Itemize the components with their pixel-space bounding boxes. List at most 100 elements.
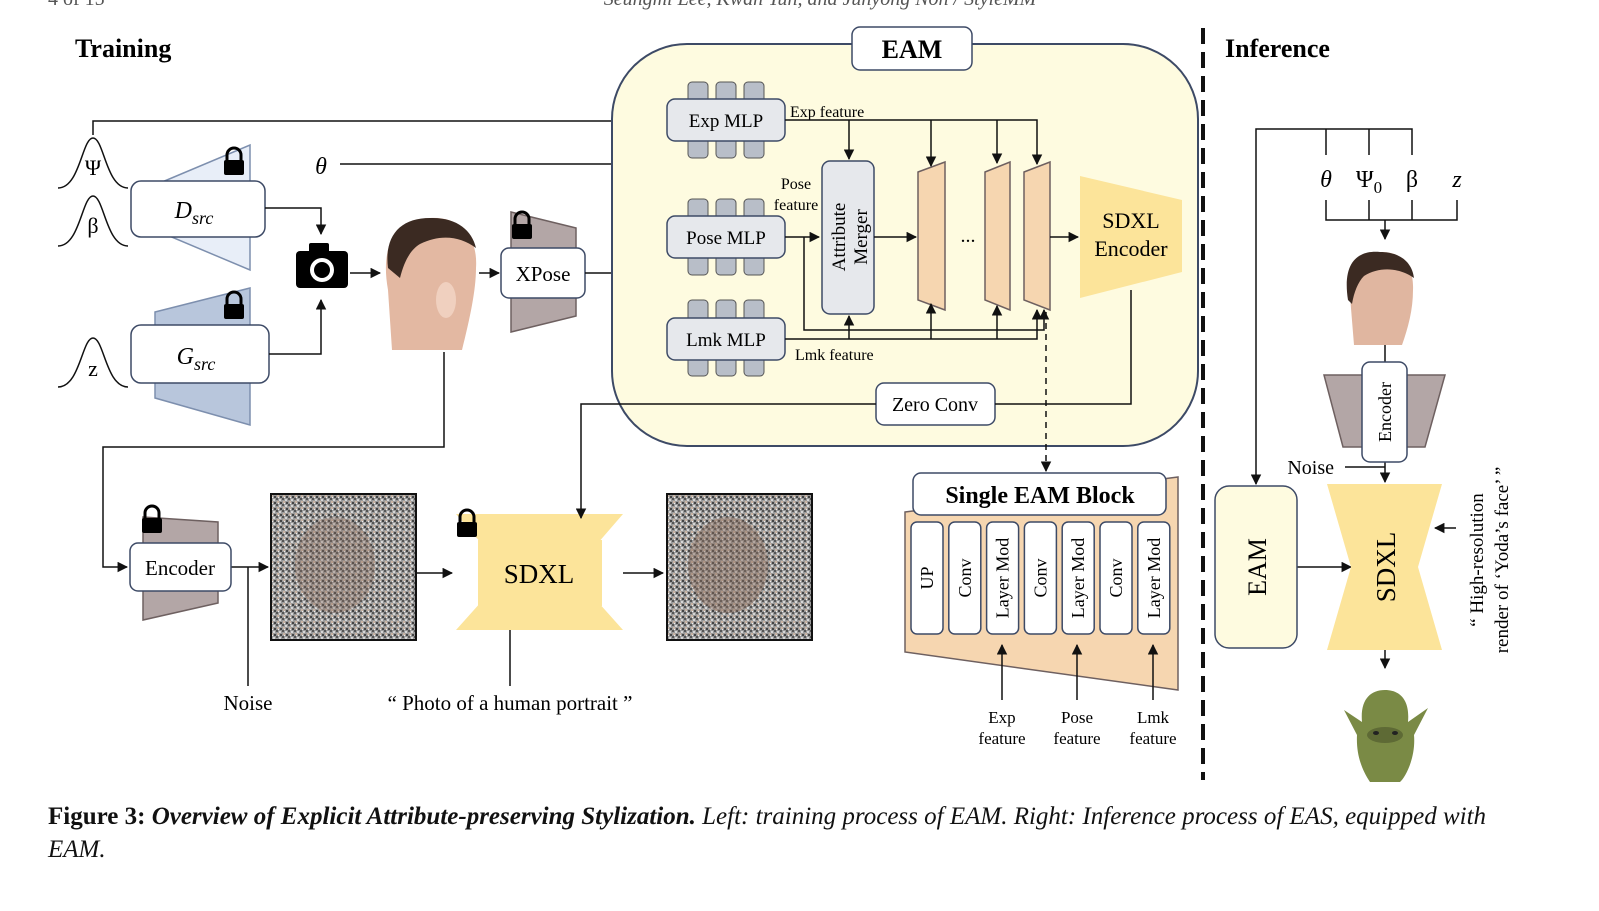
zero-conv: Zero Conv xyxy=(875,382,996,426)
exp-mlp-label: Exp MLP xyxy=(689,111,763,132)
eam-title: EAM xyxy=(882,35,943,64)
caption-label: Figure 3: xyxy=(48,803,146,830)
inference-psi0-main: Ψ xyxy=(1356,167,1374,193)
inference-prompt-1: “ High-resolution xyxy=(1467,493,1488,627)
lmk-mlp-label: Lmk MLP xyxy=(686,330,766,351)
block-layer-label: Layer Mod xyxy=(1068,538,1088,618)
lmk-mlp: Lmk MLP xyxy=(666,299,786,377)
beta-distribution: β xyxy=(57,195,129,247)
camera-icon xyxy=(296,243,348,288)
caption-text: Left: training process of EAM. Right: In… xyxy=(48,803,1487,863)
figure-diagram: 4 of 15 Seungmi Lee, Kwan Yun, and Junyo… xyxy=(48,0,1513,782)
block-input-label-1a: Exp xyxy=(988,708,1015,727)
training-encoder-label: Encoder xyxy=(145,556,215,580)
training-sdxl-unet: SDXL xyxy=(456,514,623,630)
inference-encoder-label: Encoder xyxy=(1375,382,1395,442)
pose-mlp: Pose MLP xyxy=(666,198,786,276)
lock-icon xyxy=(512,210,532,239)
single-eam-block-title: Single EAM Block xyxy=(945,483,1135,509)
z-label: z xyxy=(88,356,98,381)
block-input-arrows xyxy=(996,643,1159,700)
zero-conv-label: Zero Conv xyxy=(892,394,978,416)
inference-title: Inference xyxy=(1225,34,1330,63)
exp-feature-label: Exp feature xyxy=(790,104,864,121)
inference-theta: θ xyxy=(1320,167,1332,193)
block-input-label-3a: Lmk xyxy=(1137,708,1170,727)
denoised-latent-image xyxy=(666,493,813,641)
block-layer-7: Layer Mod xyxy=(1137,521,1171,635)
d-src-sub: src xyxy=(192,208,213,228)
noisy-latent-image xyxy=(270,493,417,641)
pose-mlp-label: Pose MLP xyxy=(686,228,766,249)
inference-noise-label: Noise xyxy=(1287,457,1334,479)
g-src-generator: Gsrc xyxy=(130,287,270,426)
attribute-merger: Attribute Merger xyxy=(821,160,875,315)
block-layers: UP Conv Layer Mod Conv Layer Mod Conv Layer Mo… xyxy=(910,521,1171,635)
sdxl-encoder: SDXL Encoder xyxy=(1080,176,1182,298)
inference-z: z xyxy=(1451,167,1462,193)
sdxl-encoder-label-2: Encoder xyxy=(1094,236,1168,261)
block-input-label-2b: feature xyxy=(1053,729,1100,748)
inference-sdxl-unet: SDXL xyxy=(1327,484,1442,650)
inference-encoder: Encoder xyxy=(1323,361,1446,463)
block-layer-label: Conv xyxy=(1106,558,1126,597)
attribute-merger-label-2: Merger xyxy=(851,209,872,265)
page-number: 4 of 15 xyxy=(48,0,105,10)
g-src-sub: src xyxy=(194,354,215,374)
training-title: Training xyxy=(75,34,171,63)
block-layer-6: Conv xyxy=(1099,521,1133,635)
block-input-label-1b: feature xyxy=(978,729,1025,748)
lmk-feature-label: Lmk feature xyxy=(795,347,874,364)
attribute-merger-label-1: Attribute xyxy=(829,203,850,272)
figure-caption: Figure 3: Overview of Explicit Attribute… xyxy=(48,800,1538,866)
inference-eam: EAM xyxy=(1214,485,1298,649)
block-layer-label: Layer Mod xyxy=(993,538,1013,618)
yoda-output-render xyxy=(1344,690,1428,782)
training-sdxl-label: SDXL xyxy=(504,559,575,589)
block-layer-label: Layer Mod xyxy=(1144,538,1164,618)
caption-title: Overview of Explicit Attribute-preservin… xyxy=(151,803,696,830)
sdxl-encoder-label-1: SDXL xyxy=(1102,208,1159,233)
inference-beta: β xyxy=(1406,167,1418,193)
svg-text:Gsrc: Gsrc xyxy=(177,344,216,374)
inference-psi0: Ψ0 xyxy=(1356,167,1382,197)
xpose-encoder: XPose xyxy=(500,211,586,333)
svg-text:Dsrc: Dsrc xyxy=(174,198,214,228)
block-input-label-2a: Pose xyxy=(1061,708,1093,727)
beta-label: β xyxy=(87,213,98,238)
d-src-decoder: Dsrc xyxy=(130,143,266,272)
eam-block-ellipsis: ... xyxy=(961,225,976,247)
block-layer-3: Layer Mod xyxy=(985,521,1020,635)
theta-label: θ xyxy=(315,154,327,180)
block-input-label-3b: feature xyxy=(1129,729,1176,748)
inference-sdxl-label: SDXL xyxy=(1371,532,1401,603)
block-layer-4: Conv xyxy=(1023,521,1058,635)
training-prompt: “ Photo of a human portrait ” xyxy=(388,691,633,715)
exp-mlp: Exp MLP xyxy=(666,81,786,159)
training-noise-label: Noise xyxy=(224,691,273,715)
psi-distribution: Ψ xyxy=(57,137,129,189)
training-encoder: Encoder xyxy=(129,516,232,621)
pose-feature-label-2: feature xyxy=(774,197,818,214)
lock-icon xyxy=(142,504,162,533)
lock-icon xyxy=(224,290,244,319)
block-layer-1: UP xyxy=(910,521,944,635)
eam-title-tab: EAM xyxy=(851,26,973,71)
eam-connectors xyxy=(575,119,1132,520)
psi-label: Ψ xyxy=(85,155,102,180)
human-head-render xyxy=(385,217,477,350)
z-distribution: z xyxy=(57,337,129,388)
running-header: Seungmi Lee, Kwan Yun, and Junyong Noh /… xyxy=(604,0,1038,10)
inference-eam-label: EAM xyxy=(1243,538,1272,596)
block-input-labels: Exp feature Pose feature Lmk feature xyxy=(978,708,1176,748)
xpose-label: XPose xyxy=(516,262,571,286)
inference-psi0-sub: 0 xyxy=(1374,178,1383,197)
inference-connectors xyxy=(1250,128,1458,670)
lock-icon xyxy=(457,508,477,537)
g-src-main: G xyxy=(177,344,194,370)
block-layer-2: Conv xyxy=(948,521,982,635)
pose-feature-label-1: Pose xyxy=(781,176,811,193)
lock-icon xyxy=(224,146,244,175)
block-layer-label: Conv xyxy=(955,558,975,597)
block-layer-label: Conv xyxy=(1030,558,1050,597)
